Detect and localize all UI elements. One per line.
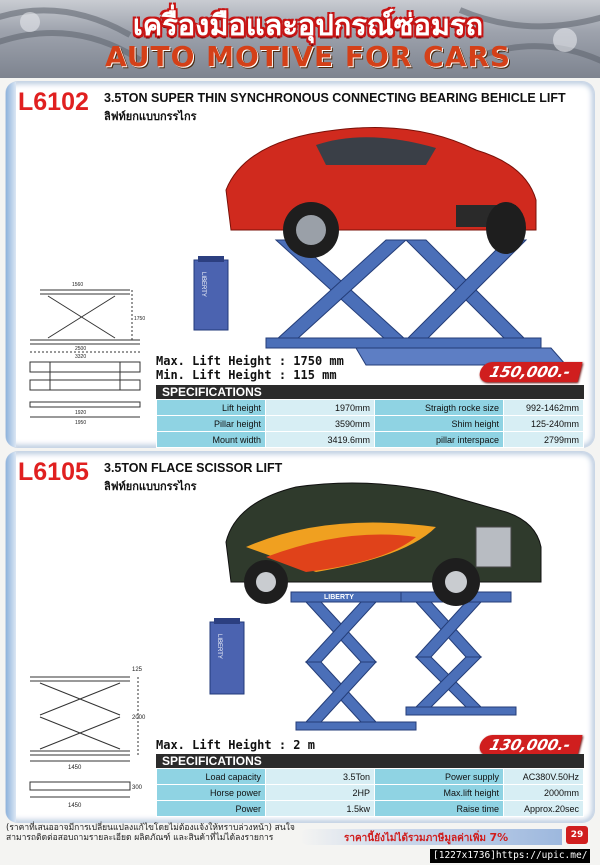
control-cabinet-illustration: LIBERTY [193,256,229,331]
specifications-table: Load capacity 3.5Ton Power supply AC380V… [156,768,584,817]
spec-value: 2799mm [503,431,584,448]
cabinet-brand-label: LIBERTY [216,634,222,659]
drawing-dim-label: 2500 [75,346,86,352]
spec-value: 3419.6mm [265,431,375,448]
car-silhouette [225,482,542,606]
drawing-dim-label: 1560 [72,282,83,288]
price-change-note: (ราคาที่เสนออาจมีการเปลี่ยนแปลงแก้ไขโดยไ… [6,823,295,843]
english-page-title: AUTO MOTIVE FOR CARS [104,40,512,73]
car-silhouette [225,127,537,258]
spec-label: Power [156,800,266,817]
drawing-dim-label: 1750 [134,316,145,322]
spec-value: AC380V.50Hz [503,768,584,785]
spec-value: 2HP [265,784,375,801]
image-host-watermark: [1227x1736]https://upic.me/ [430,849,591,863]
tools-background-illustration [0,7,600,64]
drawing-dim-label: 1950 [75,420,86,426]
spec-value: 3.5Ton [265,768,375,785]
table-row: Pillar height 3590mm Shim height 125-240… [156,415,584,432]
panel-edge-strip [6,452,16,822]
spec-label: Pillar height [156,415,266,432]
product-panel-l6102: L6102 3.5TON SUPER THIN SYNCHRONOUS CONN… [6,82,594,448]
spec-value: 3590mm [265,415,375,432]
table-row: Mount width 3419.6mm pillar interspace 2… [156,431,584,448]
spec-label: Mount width [156,431,266,448]
price-tag: 150,000.- [477,362,583,382]
model-number: L6102 [18,88,89,116]
cabinet-brand-label: LIBERTY [200,272,206,297]
drawing-dim-label: 2000 [132,715,146,721]
lift-technical-drawing: 2000 1450 1450 125 300 [29,667,146,809]
lift-technical-drawing: 1560 1750 2500 3320 1920 1950 [29,282,145,426]
spec-label: Straigth rocke size [374,399,504,416]
control-cabinet-illustration: LIBERTY [209,618,245,695]
spec-label: Horse power [156,784,266,801]
spec-label: Lift height [156,399,266,416]
page-number: 29 [566,826,588,844]
table-row: Lift height 1970mm Straigth rocke size 9… [156,399,584,416]
min-lift-height: Min. Lift Height : 115 mm [156,368,337,382]
vat-notice: ราคานี้ยังไม่ได้รวมภาษีมูลค่าเพิ่ม 7% [344,831,508,846]
table-row: Load capacity 3.5Ton Power supply AC380V… [156,768,584,785]
spec-value: 125-240mm [503,415,584,432]
max-lift-height: Max. Lift Height : 2 m [156,738,315,752]
platform-brand-label: LIBERTY [324,594,354,601]
drawing-dim-label: 1920 [75,410,86,416]
spec-label: Load capacity [156,768,266,785]
drawing-dim-label: 1450 [68,765,82,771]
model-number: L6105 [18,458,89,486]
drawing-dim-label: 125 [132,667,143,673]
spec-value: 2000mm [503,784,584,801]
specifications-heading: SPECIFICATIONS [156,385,584,399]
table-row: Power 1.5kw Raise time Approx.20sec [156,800,584,817]
product-subtitle: ลิฟท์ยกแบบกรรไกร [104,110,197,123]
spec-label: pillar interspace [374,431,504,448]
drawing-dim-label: 1450 [68,803,82,809]
table-row: Horse power 2HP Max.lift height 2000mm [156,784,584,801]
page-header: เครื่องมือและอุปกรณ์ซ่อมรถ AUTO MOTIVE F… [0,0,600,78]
drawing-dim-label: 300 [132,785,143,791]
product-subtitle: ลิฟท์ยกแบบกรรไกร [104,480,197,493]
footer-bar [300,829,562,845]
panel-edge-strip [6,82,16,447]
spec-label: Raise time [374,800,504,817]
scissor-lift-with-vintage-car-illustration: LIBERTY [225,482,542,731]
thai-page-title: เครื่องมือและอุปกรณ์ซ่อมรถ [132,8,484,42]
spec-label: Shim height [374,415,504,432]
specifications-heading: SPECIFICATIONS [156,754,584,768]
spec-label: Power supply [374,768,504,785]
spec-value: Approx.20sec [503,800,584,817]
spec-value: 1.5kw [265,800,375,817]
spec-label: Max.lift height [374,784,504,801]
spec-value: 1970mm [265,399,375,416]
product-panel-l6105: L6105 3.5TON FLACE SCISSOR LIFT ลิฟท์ยกแ… [6,452,594,822]
drawing-dim-label: 3320 [75,354,86,360]
product-title: 3.5TON SUPER THIN SYNCHRONOUS CONNECTING… [104,91,566,105]
specifications-table: Lift height 1970mm Straigth rocke size 9… [156,399,584,448]
vat-text: ราคานี้ยังไม่ได้รวมภาษีมูลค่าเพิ่ม [344,833,487,844]
lift-with-red-sports-car-illustration [225,127,566,366]
vat-percent: 7% [489,831,509,844]
max-lift-height: Max. Lift Height : 1750 mm [156,354,344,368]
product-title: 3.5TON FLACE SCISSOR LIFT [104,461,283,475]
price-tag: 130,000.- [477,735,583,755]
spec-value: 992-1462mm [503,399,584,416]
